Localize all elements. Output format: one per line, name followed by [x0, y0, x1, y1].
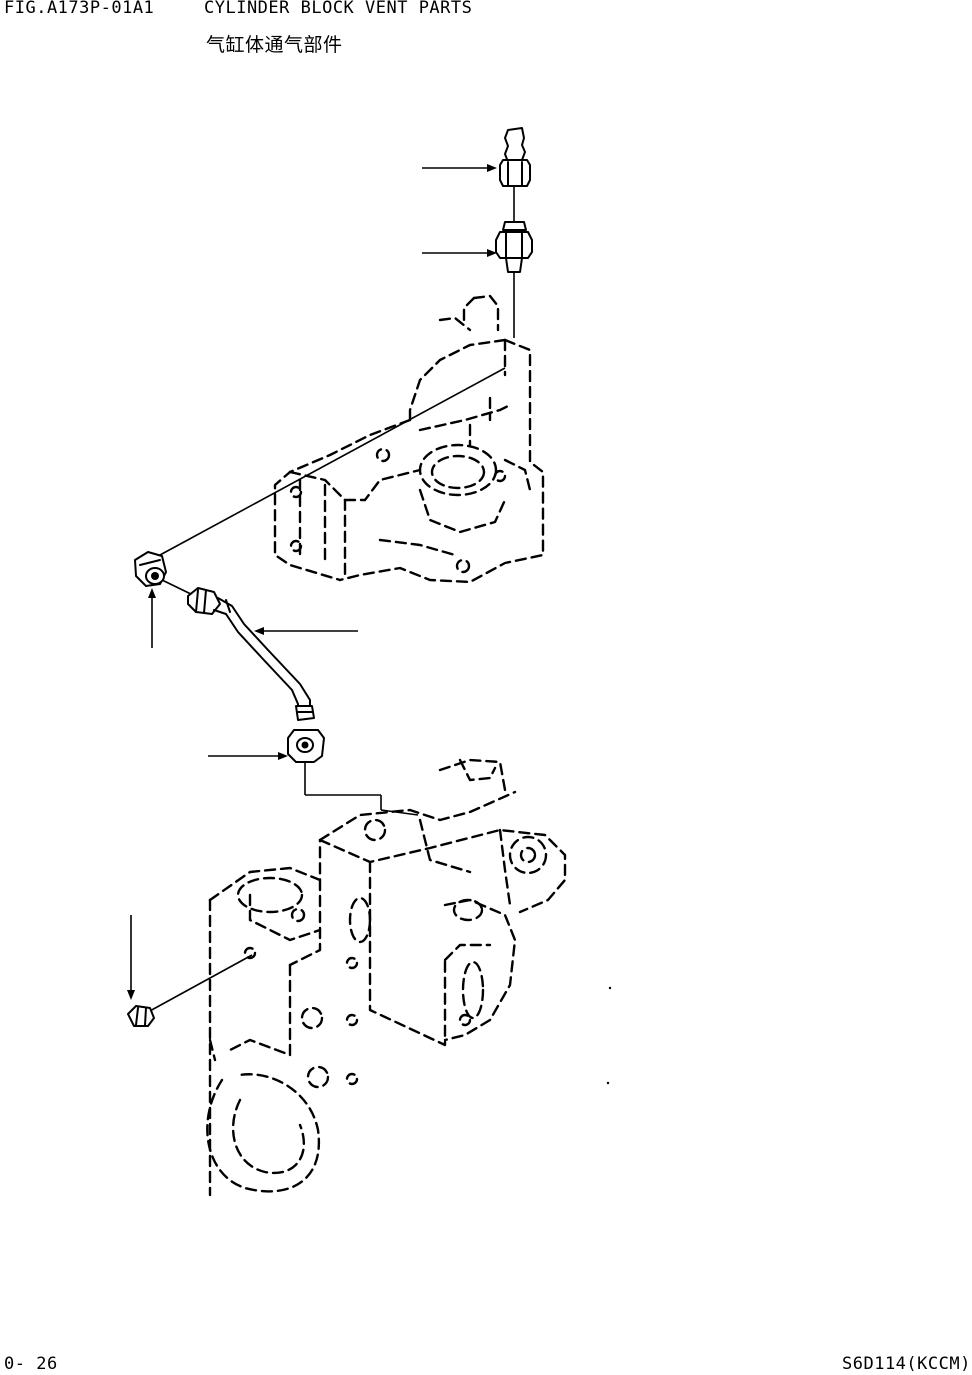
leader-arrow-connector	[422, 249, 497, 257]
leader-arrow-lower-connector	[208, 752, 288, 760]
page-title: CYLINDER BLOCK VENT PARTS	[204, 0, 473, 18]
vent-tube-lower	[147, 954, 253, 1013]
breather-fitting	[499, 127, 531, 222]
leader-arrow-pipe	[254, 627, 358, 635]
vent-pipe-assembly	[161, 579, 315, 721]
figure-code: FIG.A173P-01A1	[4, 0, 155, 18]
elbow-fitting	[134, 551, 167, 587]
model-code: S6D114(KCCM)	[842, 1354, 971, 1374]
page-title-chinese: 气缸体通气部件	[206, 34, 343, 56]
lower-connector-fitting	[287, 729, 419, 816]
leader-arrow-elbow	[148, 588, 156, 648]
upper-bracket-dashed-outline	[273, 294, 545, 584]
plug-fitting	[127, 1005, 155, 1027]
connector-fitting	[495, 221, 533, 338]
scan-dot	[606, 1081, 610, 1085]
leader-arrow-breather	[422, 164, 497, 172]
vent-tube-upper	[159, 367, 506, 556]
leader-arrow-plug	[127, 915, 135, 1000]
scan-dot	[608, 986, 612, 990]
page-number: 0- 26	[4, 1354, 58, 1374]
lower-block-dashed-outline	[206, 758, 567, 1197]
